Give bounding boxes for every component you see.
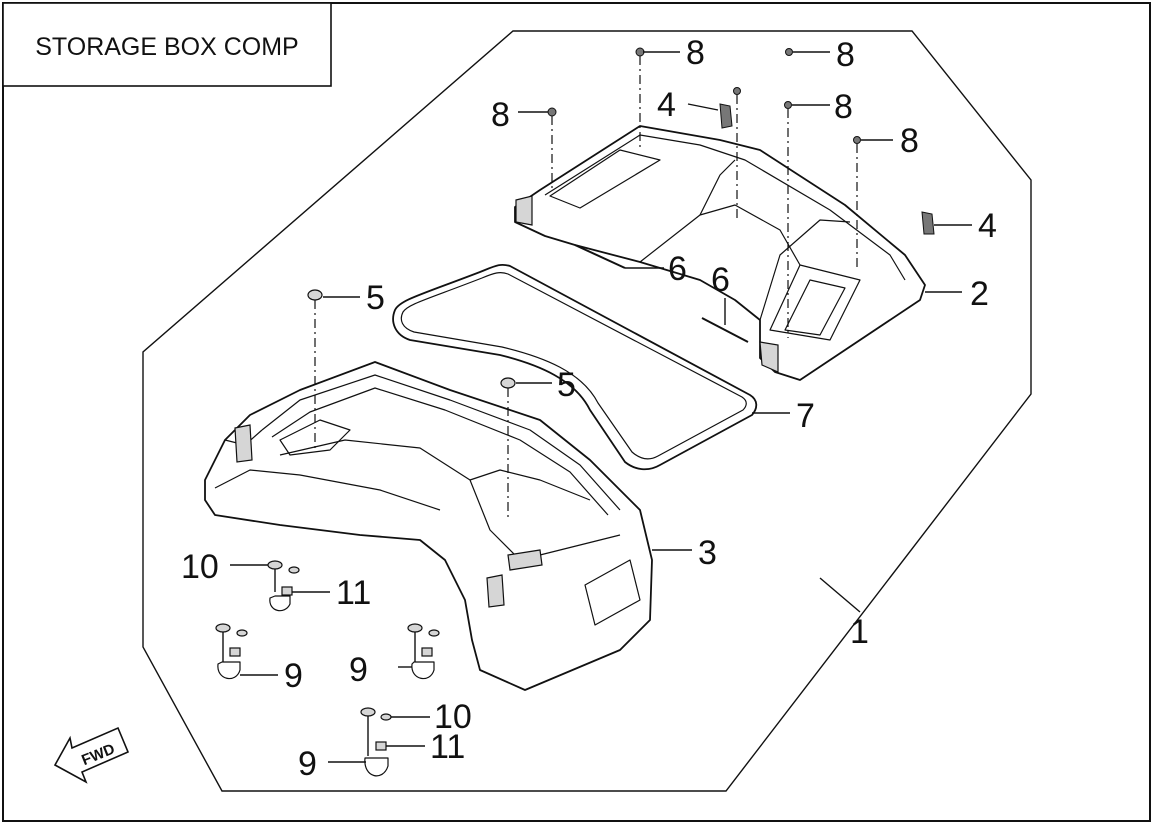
callout-8-e: 8	[900, 122, 919, 160]
callout-7: 7	[796, 397, 815, 435]
callout-2: 2	[970, 275, 989, 313]
forward-arrow-icon: FWD	[53, 726, 130, 784]
callout-11-b: 11	[430, 728, 465, 766]
leader-lines	[230, 51, 972, 763]
callout-8-c: 8	[491, 96, 510, 134]
callout-8-a: 8	[686, 34, 705, 72]
diagram-title: STORAGE BOX COMP	[35, 33, 298, 61]
callout-9-a: 9	[284, 657, 303, 695]
callout-4-b: 4	[978, 207, 997, 245]
rod-6-a	[574, 244, 626, 269]
callout-8-d: 8	[834, 88, 853, 126]
lid-seal	[392, 263, 758, 471]
rod-6-b	[701, 317, 749, 343]
assembly-centerlines	[314, 56, 858, 520]
callout-9-c: 9	[298, 745, 317, 783]
callout-5-a: 5	[366, 279, 385, 317]
callout-6-b: 6	[711, 261, 730, 299]
callout-6-a: 6	[668, 250, 687, 288]
callout-1: 1	[850, 613, 869, 651]
storage-box	[204, 361, 653, 691]
plug-5-b	[500, 377, 516, 389]
plug-5-a	[307, 289, 323, 301]
callout-8-b: 8	[836, 36, 855, 74]
assembly-boundary	[142, 30, 1032, 792]
callout-4-a: 4	[657, 86, 676, 124]
callout-5-b: 5	[557, 366, 576, 404]
callout-labels: 8 8 8 4 8 8 4 2 6 6 5 5 7 3 1 10 11 9 9 …	[181, 34, 997, 783]
callout-11-a: 11	[336, 574, 371, 612]
callout-10-b: 10	[434, 698, 472, 736]
clip-set-10-11	[267, 560, 300, 612]
storage-lid	[514, 103, 935, 381]
clip-set-9-b	[407, 623, 440, 680]
callout-3: 3	[698, 534, 717, 572]
callout-10-a: 10	[181, 548, 219, 586]
title-box: STORAGE BOX COMP	[2, 2, 332, 87]
clip-set-9-a	[215, 623, 248, 680]
clip-set-9-c	[360, 707, 392, 777]
callout-9-b: 9	[349, 651, 368, 689]
